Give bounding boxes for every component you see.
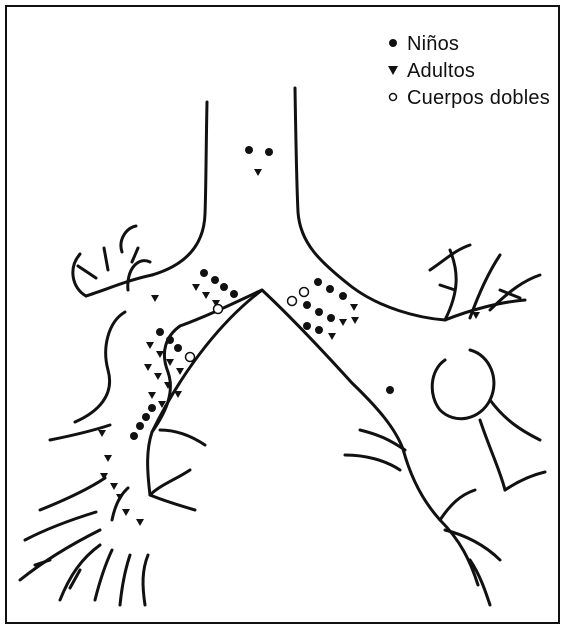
- child-marker: [156, 328, 164, 336]
- adult-marker: [158, 401, 166, 408]
- child-marker: [245, 146, 253, 154]
- double-body-marker: [300, 288, 309, 297]
- adult-marker: [472, 312, 480, 319]
- adult-marker: [350, 304, 358, 311]
- child-marker: [339, 292, 347, 300]
- double-body-marker: [214, 305, 223, 314]
- child-marker: [327, 314, 335, 322]
- legend-item-children: Niños: [385, 33, 459, 56]
- filled-circle-icon: [385, 36, 401, 54]
- adult-marker: [328, 333, 336, 340]
- adult-marker: [144, 364, 152, 371]
- adult-marker: [176, 368, 184, 375]
- left-lower-lobe-marker: [386, 386, 394, 394]
- adult-marker: [192, 284, 200, 291]
- open-circle-icon: [385, 90, 401, 108]
- adult-marker: [156, 351, 164, 358]
- adult-marker: [104, 455, 112, 462]
- child-marker: [136, 422, 144, 430]
- adult-marker: [154, 373, 162, 380]
- double-body-marker: [186, 353, 195, 362]
- double-body-marker: [288, 297, 297, 306]
- right-main-bronchus-markers: [151, 269, 238, 314]
- child-marker: [174, 344, 182, 352]
- adult-marker: [146, 342, 154, 349]
- adult-marker: [100, 473, 108, 480]
- adult-marker: [151, 295, 159, 302]
- child-marker: [303, 301, 311, 309]
- right-lower-bronchus-markers: [98, 328, 195, 526]
- child-marker: [265, 148, 273, 156]
- adult-marker: [98, 430, 106, 437]
- child-marker: [315, 308, 323, 316]
- trachea-markers: [245, 146, 273, 176]
- adult-marker: [166, 359, 174, 366]
- legend-item-adults: Adultos: [385, 60, 475, 83]
- adult-marker: [254, 169, 262, 176]
- legend-item-double-bodies: Cuerpos dobles: [385, 87, 550, 110]
- child-marker: [386, 386, 394, 394]
- legend-label-children: Niños: [407, 33, 459, 56]
- adult-marker: [164, 382, 172, 389]
- adult-marker: [116, 494, 124, 501]
- child-marker: [314, 278, 322, 286]
- child-marker: [142, 413, 150, 421]
- child-marker: [148, 404, 156, 412]
- child-marker: [130, 432, 138, 440]
- child-marker: [326, 285, 334, 293]
- adult-marker: [136, 519, 144, 526]
- child-marker: [303, 322, 311, 330]
- adult-marker: [339, 319, 347, 326]
- child-marker: [211, 276, 219, 284]
- left-main-bronchus-markers: [288, 278, 360, 340]
- adult-marker: [351, 317, 359, 324]
- child-marker: [230, 290, 238, 298]
- child-marker: [315, 326, 323, 334]
- adult-marker: [122, 509, 130, 516]
- adult-marker: [174, 391, 182, 398]
- child-marker: [220, 283, 228, 291]
- child-marker: [200, 269, 208, 277]
- legend-label-adults: Adultos: [407, 60, 475, 83]
- adult-marker: [148, 392, 156, 399]
- adult-marker: [202, 292, 210, 299]
- legend-label-double-bodies: Cuerpos dobles: [407, 87, 550, 110]
- filled-triangle-icon: [385, 63, 401, 81]
- left-upper-lobe-marker: [472, 312, 480, 319]
- child-marker: [166, 336, 174, 344]
- adult-marker: [110, 483, 118, 490]
